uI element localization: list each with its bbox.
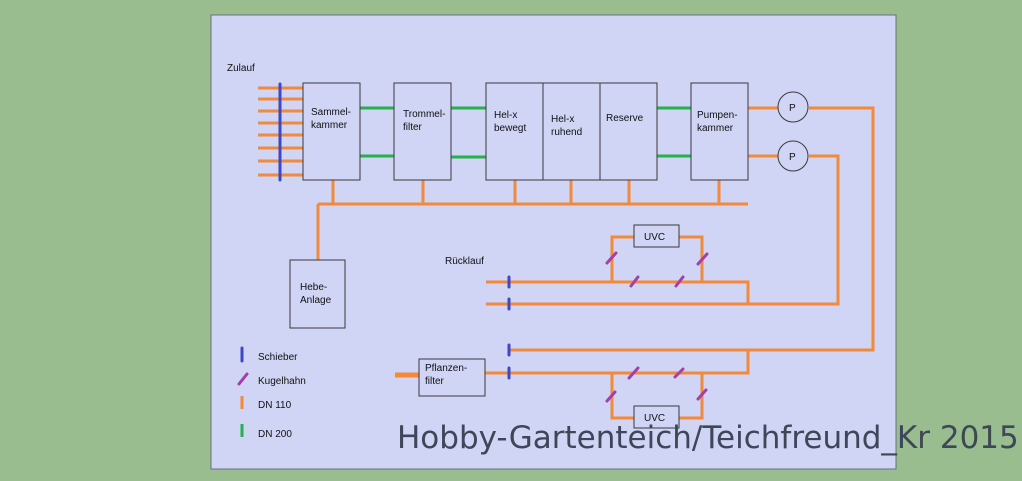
- dn110-pipes: [258, 86, 875, 420]
- legend-label: Schieber: [258, 352, 298, 363]
- return-label: Rücklauf: [445, 256, 484, 267]
- uvc-bypass-pipe: [610, 373, 634, 420]
- inlet-label: Zulauf: [227, 63, 255, 74]
- ball-valve: [627, 366, 640, 380]
- pump-2: [777, 140, 809, 172]
- pump-1: [777, 91, 809, 123]
- ball-valves: [605, 251, 709, 403]
- pump-out-pipe: [508, 106, 875, 352]
- plant-filter: [418, 358, 486, 397]
- uvc-unit-bottom: [633, 405, 680, 429]
- legend: Schieber Kugelhahn DN 110 DN 200: [237, 346, 306, 440]
- plant-filter-out: [485, 350, 750, 375]
- gate-valves: [278, 82, 511, 380]
- pump-chamber: [690, 82, 749, 181]
- legend-label: Kugelhahn: [258, 376, 306, 387]
- return-pipe: [486, 280, 750, 304]
- chamber-label: Hel-x bewegt: [494, 110, 526, 134]
- uvc-bypass-pipe: [679, 235, 704, 282]
- chamber-label: Pumpen- kammer: [697, 110, 740, 134]
- watermark: Hobby-Gartenteich/Teichfreund_Kr 2015: [397, 420, 1019, 456]
- pump-label: P: [789, 103, 796, 114]
- ball-valve: [674, 275, 685, 288]
- ball-valve: [605, 251, 618, 265]
- chamber-label: Hel-x ruhend: [551, 114, 582, 138]
- reserve-chamber: [599, 82, 658, 181]
- legend-ball-valve-icon: [237, 372, 249, 386]
- legend-label: DN 200: [258, 429, 292, 440]
- drum-filter: [393, 82, 452, 181]
- ball-valve: [673, 367, 685, 379]
- uvc-bypass-pipe: [679, 373, 704, 420]
- uvc-label: UVC: [644, 232, 665, 243]
- ball-valve: [696, 252, 709, 266]
- collection-chamber: [302, 82, 361, 181]
- lifting-unit: [289, 259, 346, 329]
- legend-label: DN 110: [258, 400, 292, 411]
- ball-valve: [605, 390, 617, 403]
- ball-valve: [696, 388, 708, 401]
- helx-static-chamber: [542, 82, 601, 181]
- chambers: [289, 82, 809, 429]
- uvc-label: UVC: [644, 413, 665, 424]
- uvc-unit-top: [633, 224, 680, 248]
- lifting-unit-label: Hebe- Anlage: [300, 282, 332, 306]
- ball-valve: [629, 275, 640, 288]
- plant-filter-label: Pflanzen- filter: [425, 363, 470, 387]
- uvc-bypass-pipe: [610, 235, 634, 282]
- chamber-label: Trommel- filter: [403, 109, 448, 133]
- pump-out-pipe: [486, 154, 840, 306]
- helx-moving-chamber: [485, 82, 544, 181]
- pump-label: P: [789, 152, 796, 163]
- chamber-label: Reserve: [606, 113, 644, 124]
- chamber-label: Sammel- kammer: [311, 107, 354, 131]
